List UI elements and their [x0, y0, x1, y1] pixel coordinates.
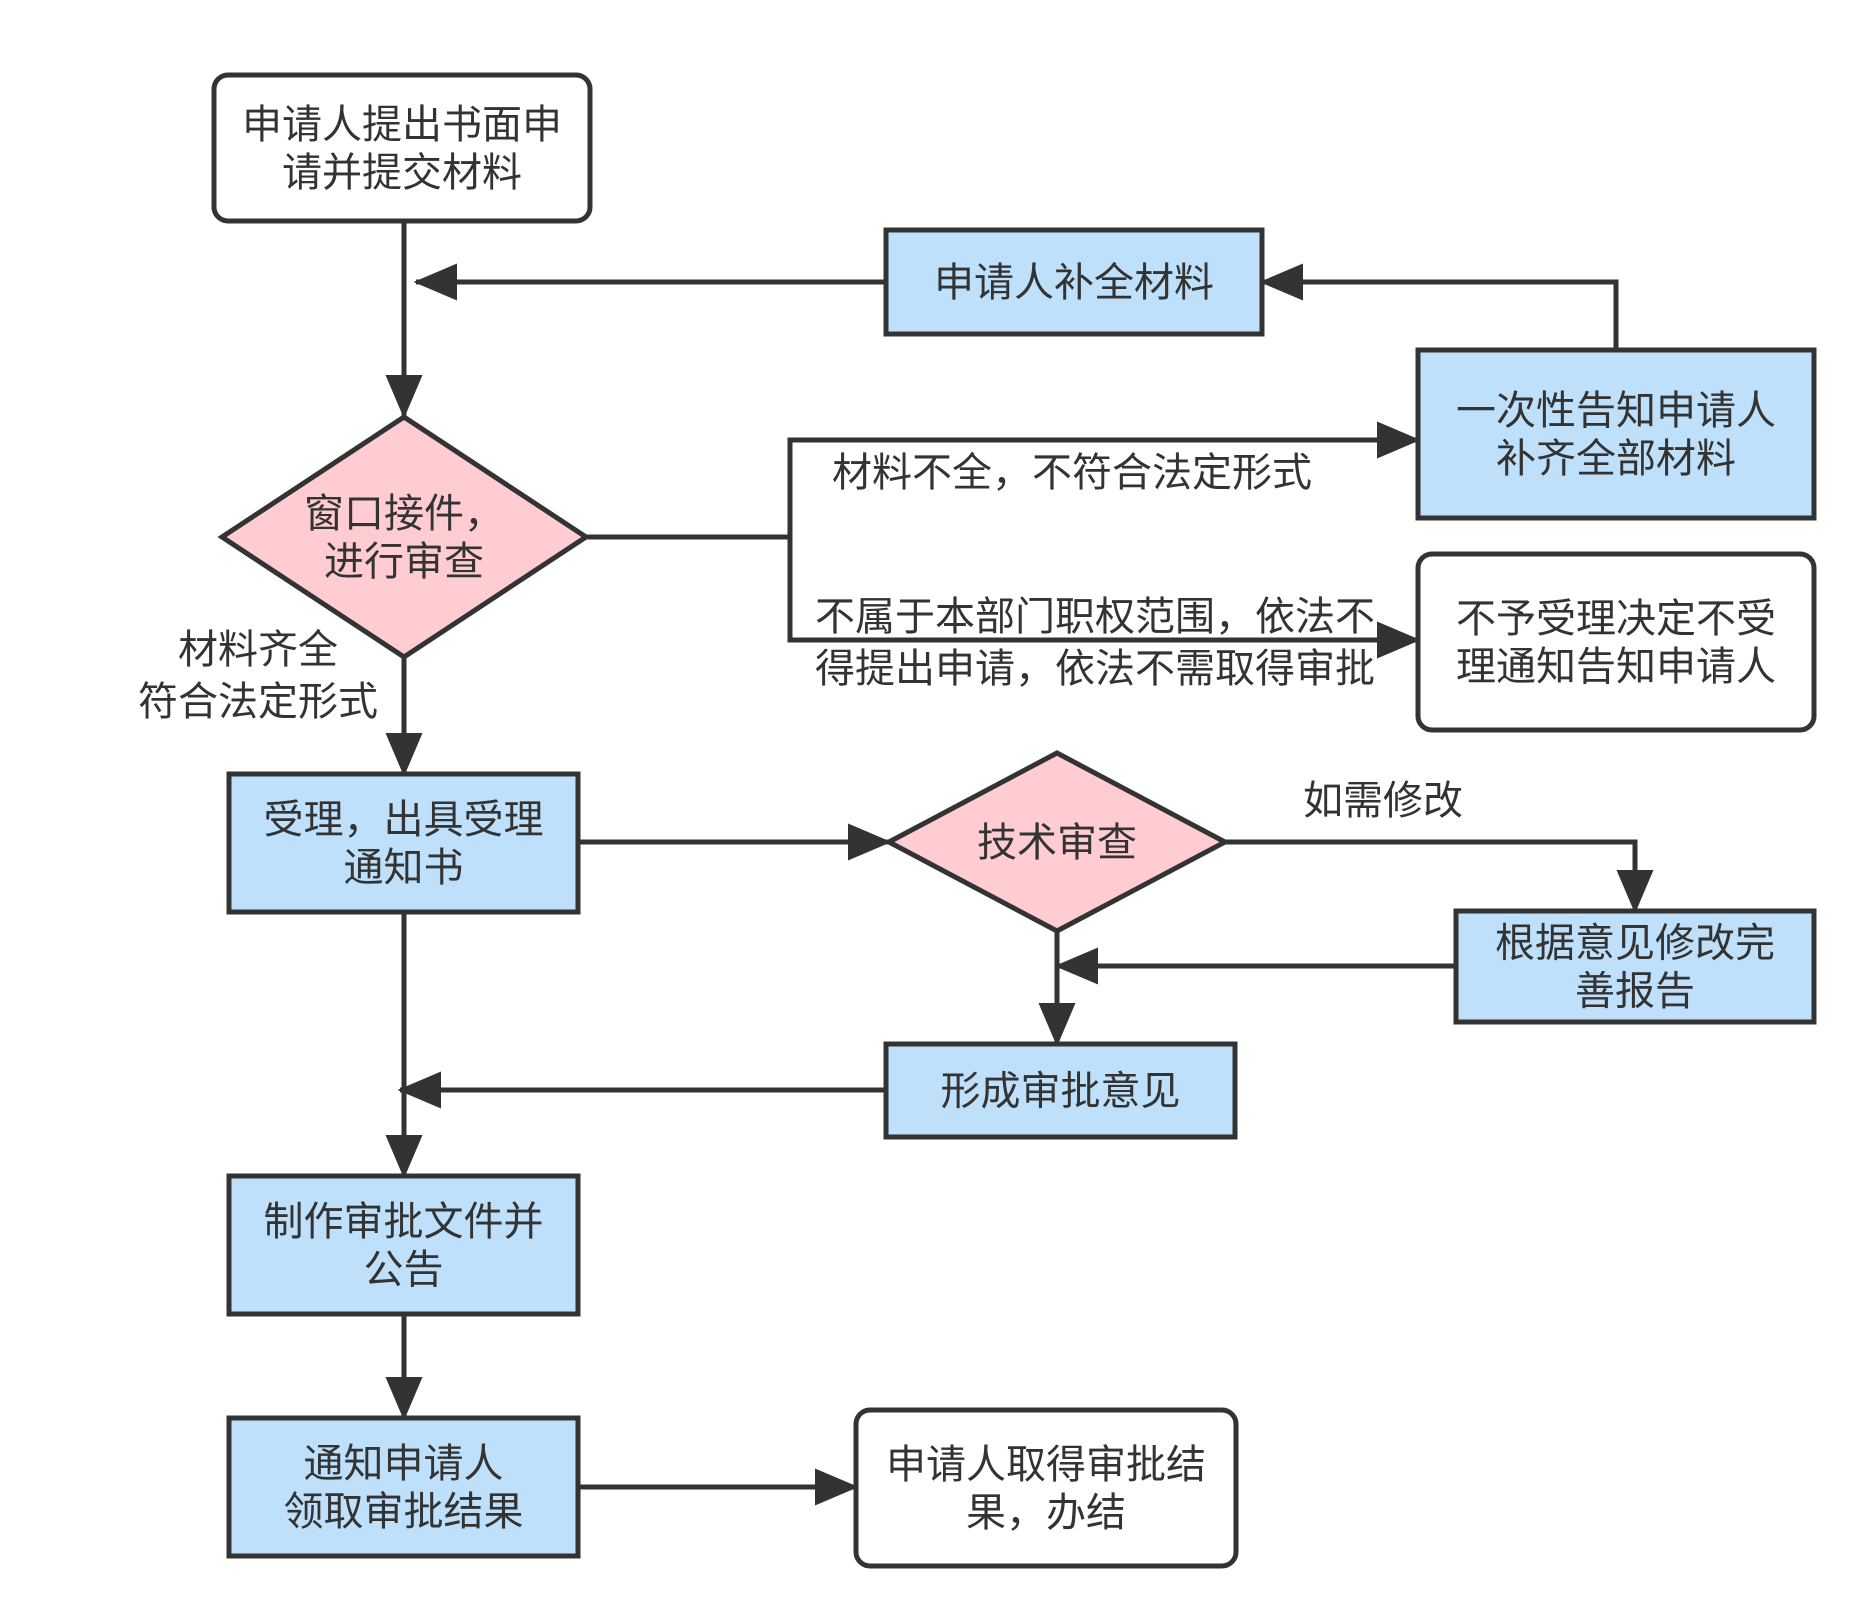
- box-shape: [883, 1041, 1238, 1140]
- node-label-line: 窗口接件，: [304, 491, 504, 537]
- diamond-shape: [883, 750, 1231, 934]
- edge-revise-to-tech-arrowhead: [1054, 947, 1098, 985]
- box-shape: [226, 771, 581, 915]
- edge-window-to-reject-line: [787, 537, 1418, 643]
- node-label-line: 领取审批结果: [284, 1489, 524, 1535]
- node-label-line: 补齐全部材料: [1496, 436, 1736, 482]
- node-window: 窗口接件，进行审查: [217, 414, 591, 660]
- node-label-line: 制作审批文件并: [264, 1199, 544, 1245]
- node-tech: 技术审查: [883, 750, 1231, 934]
- node-label-line: 不予受理决定不受: [1456, 596, 1776, 642]
- edge-label-line: 如需修改: [1303, 778, 1463, 824]
- edge-label-line: 得提出申请，依法不需取得审批: [815, 646, 1375, 692]
- edge-produce-to-notify-get-arrowhead: [385, 1377, 423, 1421]
- node-label-line: 根据意见修改完: [1495, 921, 1775, 967]
- edge-label-line: 不属于本部门职权范围，依法不: [815, 594, 1375, 640]
- box-shape: [883, 227, 1265, 337]
- node-label-line: 受理，出具受理: [264, 797, 544, 843]
- node-label-line: 技术审查: [977, 820, 1137, 866]
- node-label-line: 申请人提出书面申: [242, 102, 562, 148]
- edge-tech-to-revise-arrowhead: [1616, 870, 1654, 914]
- node-label-line: 申请人取得审批结: [886, 1442, 1206, 1488]
- edge-label-line: 材料不全，不符合法定形式: [832, 450, 1312, 496]
- edge-supplement-to-spine-arrowhead: [413, 263, 457, 301]
- edge-label-incomplete: 材料不全，不符合法定形式: [832, 450, 1312, 496]
- nodes-layer: 申请人提出书面申请并提交材料申请人补全材料一次性告知申请人补齐全部材料窗口接件，…: [211, 72, 1817, 1569]
- box-shape: [226, 1415, 581, 1559]
- edge-notify-get-to-done-arrowhead: [815, 1468, 859, 1506]
- node-label-line: 通知书: [344, 845, 464, 891]
- edge-label-need-revise: 如需修改: [1303, 778, 1463, 824]
- edge-accept-to-produce-arrowhead: [385, 1135, 423, 1179]
- node-label-line: 善报告: [1575, 969, 1695, 1015]
- node-label-line: 通知申请人: [304, 1441, 504, 1487]
- node-opinion: 形成审批意见: [883, 1041, 1238, 1140]
- edge-window-to-accept-arrowhead: [385, 733, 423, 777]
- node-label-line: 果，办结: [966, 1490, 1126, 1536]
- node-label-line: 进行审查: [324, 539, 484, 585]
- edge-opinion-to-spine-arrowhead: [397, 1071, 441, 1109]
- node-label-line: 申请人补全材料: [934, 260, 1214, 306]
- edges-layer: [385, 221, 1654, 1506]
- edge-label-line: 材料齐全: [178, 627, 338, 673]
- edge-label-line: 符合法定形式: [138, 679, 378, 725]
- node-supplement: 申请人补全材料: [883, 227, 1265, 337]
- node-label-line: 请并提交材料: [282, 150, 522, 196]
- rounded-box-shape: [853, 1407, 1239, 1569]
- node-label-line: 一次性告知申请人: [1456, 388, 1776, 434]
- rounded-box-shape: [211, 72, 593, 224]
- diamond-shape: [217, 414, 591, 660]
- edge-accept-to-tech-arrowhead: [848, 823, 892, 861]
- rounded-box-shape: [1415, 551, 1817, 733]
- box-shape: [226, 1173, 581, 1317]
- box-shape: [1415, 347, 1817, 521]
- edge-notify-to-supplement-line: [1262, 279, 1619, 350]
- node-label-line: 理通知告知申请人: [1456, 644, 1776, 690]
- edge-tech-to-revise-line: [1225, 839, 1638, 911]
- labels-layer: 材料不全，不符合法定形式不属于本部门职权范围，依法不得提出申请，依法不需取得审批…: [138, 450, 1463, 824]
- edge-tech-to-opinion-arrowhead: [1038, 1003, 1076, 1047]
- node-label-line: 形成审批意见: [941, 1069, 1181, 1115]
- node-label-line: 公告: [364, 1247, 444, 1293]
- edge-window-to-reject-arrowhead: [1377, 621, 1421, 659]
- edge-window-to-notify-arrowhead: [1377, 421, 1421, 459]
- edge-submit-to-window-arrowhead: [385, 375, 423, 419]
- box-shape: [1453, 908, 1817, 1025]
- edge-notify-to-supplement-arrowhead: [1259, 263, 1303, 301]
- edge-window-to-notify-line: [586, 437, 1418, 540]
